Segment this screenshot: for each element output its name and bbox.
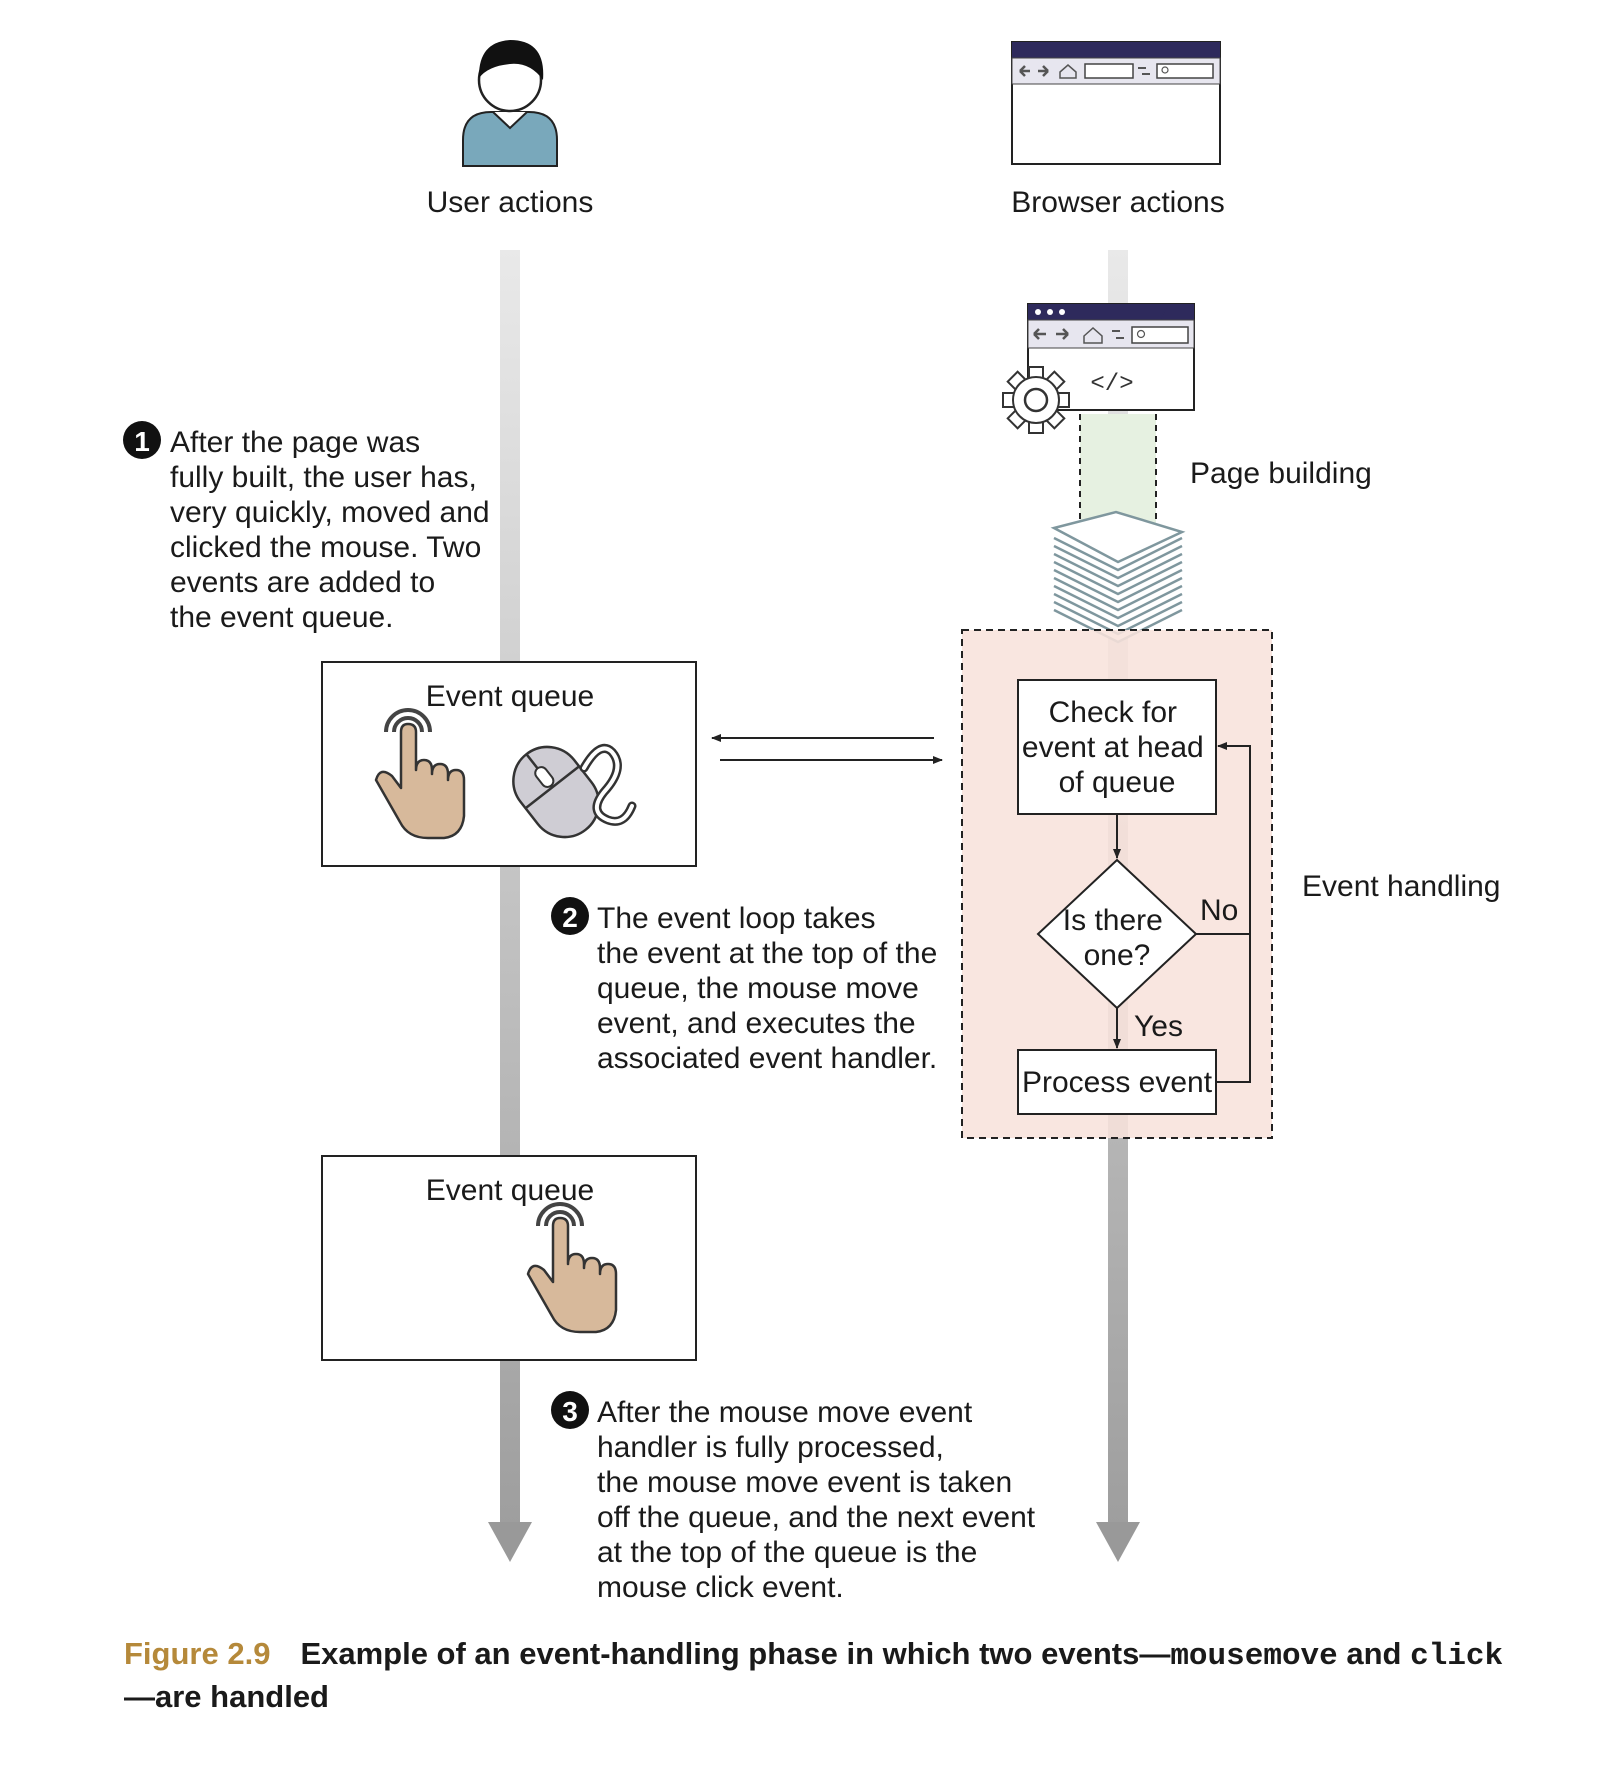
step-2-annotation: 2 The event loop takes the event at the … [551, 897, 946, 1075]
check-line-1: Check for [1049, 696, 1177, 729]
step-1-badge [123, 421, 161, 459]
user-timeline [488, 250, 532, 1562]
user-actions-title: User actions [427, 186, 594, 219]
step-3-line: off the queue, and the next event [597, 1501, 1036, 1534]
caption-part: —are handled [124, 1679, 329, 1714]
figure-caption: Figure 2.9 Example of an event-handling p… [124, 1634, 1504, 1717]
caption-code-mousemove: mousemove [1170, 1639, 1338, 1674]
step-2-line: The event loop takes [597, 902, 876, 935]
step-3-number: 3 [562, 1396, 578, 1427]
no-label: No [1200, 894, 1238, 927]
step-1-line: the event queue. [170, 601, 394, 634]
decision-line-1: Is there [1063, 904, 1163, 937]
gear-icon [1002, 366, 1070, 434]
step-1-line: fully built, the user has, [170, 461, 477, 494]
step-1-annotation: 1 After the page was fully built, the us… [123, 421, 498, 634]
step-1-line: clicked the mouse. Two [170, 531, 481, 564]
check-event-box: Check for event at head of queue [1017, 679, 1217, 815]
paper-stack-icon [1050, 510, 1186, 644]
step-2-line: queue, the mouse move [597, 972, 919, 1005]
step-2-line: event, and executes the [597, 1007, 916, 1040]
caption-part: Example of an event-handling phase in wh… [300, 1636, 1171, 1671]
step-1-line: very quickly, moved and [170, 496, 490, 529]
step-2-number: 2 [562, 902, 578, 933]
user-icon [462, 40, 558, 167]
step-3-line: at the top of the queue is the [597, 1536, 977, 1569]
svg-text:After the page was fully: After the page was fully built, the user… [170, 426, 498, 634]
caption-text: Example of an event-handling phase in wh… [124, 1636, 1503, 1714]
event-queue-2-title: Event queue [426, 1174, 594, 1207]
decision-diamond: Is there one? [1036, 858, 1198, 1010]
check-line-2: event at head [1022, 731, 1204, 764]
step-2-line: the event at the top of the [597, 937, 937, 970]
step-3-line: the mouse move event is taken [597, 1466, 1012, 1499]
process-event-box: Process event [1017, 1049, 1217, 1115]
browser-actions-title: Browser actions [1011, 186, 1224, 219]
yes-label: Yes [1134, 1010, 1183, 1043]
pointer-click-icon [374, 708, 466, 840]
svg-text:Is there one?: Is there one? [1063, 904, 1171, 972]
caption-code-click: click [1410, 1639, 1504, 1674]
event-queue-2: Event queue [321, 1155, 697, 1361]
svg-text:Check for event at head: Check for event at head of queue [1022, 696, 1212, 799]
step-3-annotation: 3 After the mouse move event handler is … [551, 1391, 1043, 1604]
svg-text:After the mouse move event: After the mouse move event handler is fu… [597, 1396, 1043, 1604]
svg-text:The event loop takes the: The event loop takes the event at the to… [597, 902, 946, 1075]
step-2-line: associated event handler. [597, 1042, 937, 1075]
pointer-click-icon [526, 1202, 618, 1334]
mouse-icon [512, 744, 637, 839]
step-3-line: mouse click event. [597, 1571, 844, 1604]
process-loop-line [1216, 934, 1251, 1083]
check-line-3: of queue [1059, 766, 1176, 799]
event-queue-1-title: Event queue [426, 680, 594, 713]
decision-line-2: one? [1084, 939, 1151, 972]
svg-text:</>: </> [1090, 371, 1133, 398]
no-loop-arrow [1196, 742, 1251, 935]
step-3-line: handler is fully processed, [597, 1431, 944, 1464]
figure-number: Figure 2.9 [124, 1636, 271, 1671]
step-1-number: 1 [134, 426, 150, 457]
caption-part: and [1337, 1636, 1411, 1671]
event-handling-label: Event handling [1302, 870, 1501, 903]
step-1-line: events are added to [170, 566, 435, 599]
browser-window-icon [1011, 41, 1221, 165]
step-1-line: After the page was [170, 426, 420, 459]
step-3-line: After the mouse move event [597, 1396, 973, 1429]
step-2-badge [551, 897, 589, 935]
step-3-badge [551, 1391, 589, 1429]
page-building-label: Page building [1190, 457, 1372, 490]
process-event-label: Process event [1022, 1066, 1213, 1099]
event-queue-1: Event queue [321, 661, 697, 867]
